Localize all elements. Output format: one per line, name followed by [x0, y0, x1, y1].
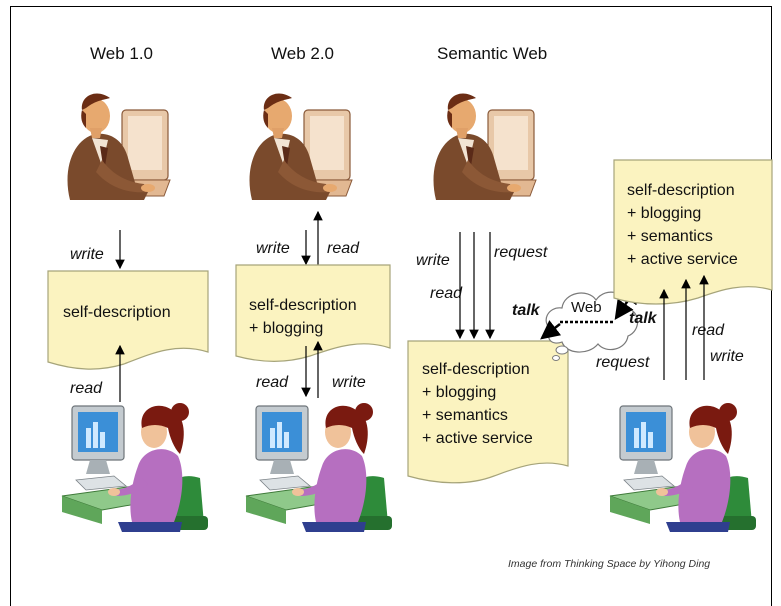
doc-web2-line-2: + blogging — [249, 320, 324, 337]
doc-semantic-left-line-2: + blogging — [422, 384, 497, 401]
doc-semantic-left-line-1: self-description — [422, 361, 530, 378]
column-title-semantic: Semantic Web — [437, 44, 548, 63]
label-read: read — [430, 285, 463, 302]
woman-icon — [61, 402, 209, 533]
doc-semantic-right-line-1: self-description — [627, 182, 735, 199]
doc-semantic-left-line-4: + active service — [422, 430, 533, 447]
label-write: write — [256, 240, 290, 257]
businessman-icon — [248, 92, 353, 201]
label-request: request — [596, 354, 650, 371]
doc-semantic-right-line-2: + blogging — [627, 205, 702, 222]
doc-web1-line-1: self-description — [63, 304, 171, 321]
document-semantic-right — [613, 159, 773, 305]
label-talk-left: talk — [512, 302, 540, 319]
doc-semantic-left-line-3: + semantics — [422, 407, 508, 424]
woman-icon — [609, 402, 757, 533]
doc-web2-line-1: self-description — [249, 297, 357, 314]
doc-semantic-right-line-4: + active service — [627, 251, 738, 268]
column-title-web2: Web 2.0 — [271, 44, 335, 63]
label-read: read — [70, 380, 103, 397]
label-write: write — [416, 252, 450, 269]
label-write: write — [332, 374, 366, 391]
label-read: read — [327, 240, 360, 257]
image-credit: Image from Thinking Space by Yihong Ding — [508, 558, 711, 570]
document-web2 — [235, 264, 391, 362]
talk-arrow-left — [540, 320, 562, 340]
label-write: write — [70, 246, 104, 263]
businessman-icon — [432, 92, 537, 201]
label-write: write — [710, 348, 744, 365]
document-web1 — [47, 270, 209, 370]
cloud-label: Web — [571, 299, 602, 316]
label-read: read — [692, 322, 725, 339]
woman-icon — [245, 402, 393, 533]
businessman-icon — [66, 92, 171, 201]
diagram-frame — [10, 6, 772, 606]
doc-semantic-right-line-3: + semantics — [627, 228, 713, 245]
document-semantic-left — [407, 340, 569, 484]
column-title-web1: Web 1.0 — [90, 44, 154, 63]
label-read: read — [256, 374, 289, 391]
label-request: request — [494, 244, 548, 261]
label-talk-right: talk — [629, 310, 657, 327]
